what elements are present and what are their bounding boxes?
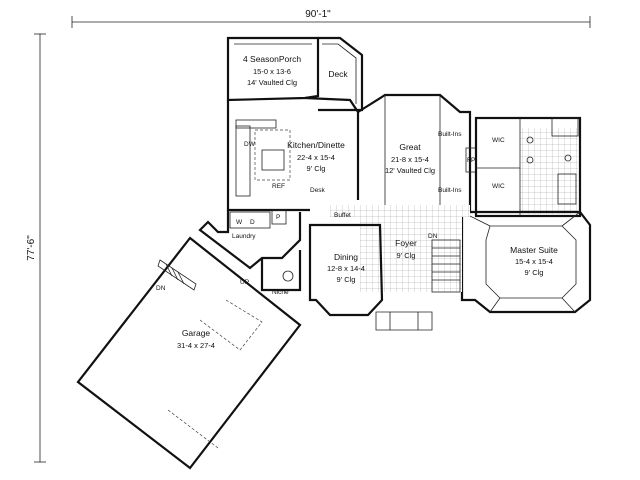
niche-label: Niche: [272, 289, 289, 296]
master-size: 15-4 x 15-4: [515, 257, 553, 266]
hall-floor: [330, 205, 470, 217]
kitchen-name: Kitchen/Dinette: [287, 140, 345, 150]
foyer-name: Foyer: [395, 238, 417, 248]
up-label: UP: [240, 279, 249, 286]
great-ceiling: 12' Vaulted Clg: [385, 166, 435, 175]
kitchen-ceiling: 9' Clg: [307, 164, 326, 173]
dining-ceiling: 9' Clg: [337, 275, 356, 284]
washer-label: W: [236, 219, 243, 226]
dining-name: Dining: [334, 252, 358, 262]
builtins-top-label: Built-Ins: [438, 131, 462, 138]
dining-size: 12-8 x 14-4: [327, 264, 365, 273]
porch-name: 4 SeasonPorch: [243, 54, 301, 64]
deck-outline: [318, 36, 364, 112]
pantry-label: P: [276, 214, 280, 221]
buffet-label: Buffet: [334, 212, 351, 219]
laundry-walls: [198, 209, 302, 270]
foyer-ceiling: 9' Clg: [397, 251, 416, 260]
great-room-walls: [357, 93, 477, 214]
dn-garage-label: DN: [156, 285, 166, 292]
laundry-label: Laundry: [232, 233, 256, 240]
wic-top-label: WIC: [492, 137, 505, 144]
fireplace-label: FP: [467, 157, 475, 164]
dishwasher-label: DW: [244, 141, 256, 148]
dn-foyer-label: DN: [428, 233, 438, 240]
great-name: Great: [399, 142, 421, 152]
master-suite-walls: [460, 210, 592, 314]
porch-walls: [226, 36, 320, 102]
porch-ceiling: 14' Vaulted Clg: [247, 78, 297, 87]
dimension-lines: [34, 16, 591, 463]
master-bath-walls: [474, 116, 582, 218]
great-size: 21-8 x 15-4: [391, 155, 429, 164]
dining-walls: [308, 223, 433, 331]
wic-bottom-label: WIC: [492, 183, 505, 190]
garage-walls: [76, 236, 302, 470]
overall-width-label: 90'-1": [305, 9, 331, 20]
deck-name: Deck: [328, 69, 348, 79]
builtins-bottom-label: Built-Ins: [438, 187, 462, 194]
kitchen-walls: [226, 96, 360, 212]
master-ceiling: 9' Clg: [525, 268, 544, 277]
garage-name: Garage: [182, 328, 211, 338]
garage-size: 31-4 x 27-4: [177, 341, 215, 350]
overall-depth-label: 77'-6": [26, 235, 37, 261]
dryer-label: D: [250, 219, 255, 226]
desk-label: Desk: [310, 187, 326, 194]
master-name: Master Suite: [510, 245, 558, 255]
kitchen-size: 22-4 x 15-4: [297, 153, 335, 162]
porch-size: 15-0 x 13-6: [253, 67, 291, 76]
foyer-stairs: [431, 239, 461, 293]
niche-area: [260, 250, 302, 292]
refrigerator-label: REF: [272, 183, 285, 190]
